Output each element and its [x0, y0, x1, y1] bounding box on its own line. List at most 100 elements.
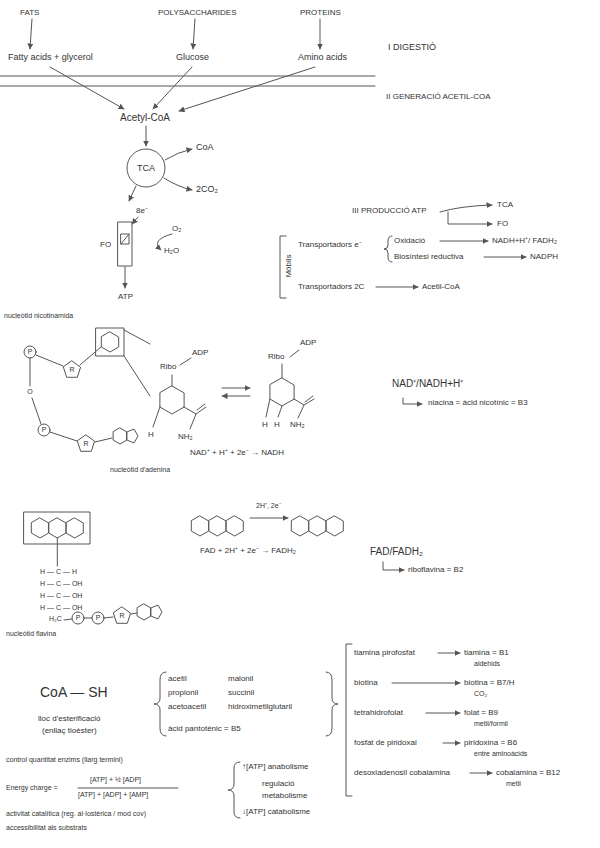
note-text: TCA	[497, 200, 513, 209]
stage-divider-lines	[0, 76, 375, 86]
fo-complex-symbol	[118, 222, 132, 266]
note-text: FAD + 2H⁺ + 2e⁻ → FADH₂	[200, 546, 296, 555]
note-text: cobalamina = B12	[496, 768, 560, 777]
note-text: ADP	[192, 348, 208, 357]
note-text: ↓[ATP] catabolisme	[242, 807, 310, 816]
note-text: I DIGESTIÓ	[388, 42, 436, 52]
note-text: Acetyl-CoA	[120, 112, 170, 124]
note-text: riboflavina = B2	[408, 565, 463, 574]
note-text: NH₂	[178, 432, 193, 441]
note-text: nucleòtid flavina	[6, 630, 56, 638]
cycle-name: TCA	[137, 163, 155, 173]
note-text: Amino acids	[298, 52, 347, 62]
note-text: tiamina = B1	[464, 648, 509, 657]
note-text: activitat catalítica (reg. al·lostèrica …	[6, 810, 146, 818]
note-text: H — C — OH	[40, 592, 82, 600]
note-text: H₂O	[164, 246, 179, 255]
note-text: H	[262, 420, 268, 429]
note-text: Energy charge =	[6, 784, 58, 792]
note-text: Ribo	[268, 352, 284, 361]
note-text: Ribo	[160, 362, 176, 371]
note-text: tiamina pirofosfat	[354, 648, 415, 657]
note-text: H — C — OH	[40, 604, 82, 612]
note-text: [ATP] + [ADP] + [AMP]	[78, 791, 148, 799]
note-text: NADH+H⁺/ FADH₂	[492, 236, 557, 245]
note-text: nucleòtid nicotinamida	[4, 312, 73, 320]
note-text: P	[28, 348, 33, 356]
note-text: CoA — SH	[40, 684, 108, 700]
note-text: H₂C	[49, 615, 62, 623]
note-text: FO	[497, 219, 508, 228]
note-text: ↑[ATP] anabolisme	[242, 762, 309, 771]
note-text: Glucose	[176, 52, 209, 62]
note-text: propionil	[168, 688, 198, 697]
note-text: PROTEINS	[300, 8, 341, 17]
note-text: Fatty acids + glycerol	[8, 52, 93, 62]
note-text: aldehids	[474, 660, 500, 668]
coa-and-vitamin-brackets	[154, 644, 492, 796]
note-text: II GENERACIÓ ACETIL-COA	[386, 92, 490, 101]
note-text: acetoacetil	[168, 702, 206, 711]
note-text: Biosíntesi reductiva	[394, 252, 463, 261]
cycle-circle: TCA	[126, 148, 166, 188]
note-text: regulació	[262, 779, 294, 788]
note-text: CO₂	[474, 690, 487, 698]
note-text: metil/formil	[474, 720, 508, 728]
note-text: succinil	[228, 688, 254, 697]
note-text: R	[119, 612, 124, 620]
note-text: [ATP] + ½ [ADP]	[90, 776, 141, 784]
note-text: 2H⁺, 2e⁻	[256, 502, 281, 510]
note-text: O₂	[172, 224, 181, 233]
note-text: tetrahidrofolat	[354, 708, 403, 717]
note-text: desoxiadenosil cobalamina	[354, 768, 450, 777]
note-text: III PRODUCCIÓ ATP	[352, 206, 427, 215]
note-text: metil	[506, 780, 521, 788]
note-text: fosfat de piridoxal	[354, 738, 417, 747]
nad-structure	[24, 328, 422, 451]
note-text: P	[42, 426, 47, 434]
note-text: R	[69, 366, 74, 374]
note-text: NADPH	[530, 252, 558, 261]
note-text: biotina = B7/H	[464, 678, 514, 687]
note-text: control quantitat enzims (llarg termini)	[6, 756, 123, 764]
note-text: Mòbils	[284, 254, 293, 277]
note-text: acetil	[168, 674, 187, 683]
atp-production-arrows	[280, 205, 526, 298]
note-text: Acetil-CoA	[422, 282, 460, 291]
fad-structure	[24, 512, 404, 624]
note-text: biotina	[354, 678, 378, 687]
note-text: H	[148, 430, 154, 439]
note-text: POLYSACCHARIDES	[158, 8, 237, 17]
note-text: O	[27, 388, 32, 396]
note-text: FATS	[20, 8, 39, 17]
note-text: (enllaç tioèster)	[42, 726, 97, 735]
note-text: R	[83, 440, 88, 448]
note-text: P	[76, 614, 81, 622]
note-text: NAD⁺ + H⁺ + 2e⁻ → NADH	[190, 448, 284, 457]
note-text: H	[274, 420, 280, 429]
note-text: ADP	[300, 338, 316, 347]
note-text: CoA	[196, 142, 214, 152]
note-text: entre aminoàcids	[474, 750, 527, 758]
note-text: folat = B9	[464, 708, 498, 717]
note-text: lloc d'esterificació	[38, 714, 100, 723]
note-text: 8e⁻	[136, 206, 148, 215]
note-text: accessibilitat als substrats	[6, 824, 87, 832]
note-text: Oxidació	[394, 236, 425, 245]
note-text: nucleòtid d'adenina	[110, 466, 170, 474]
note-text: FO	[100, 240, 111, 249]
note-text: metabolisme	[262, 791, 307, 800]
note-text: Transportadors e⁻	[298, 240, 362, 249]
note-text: àcid pantotènic = B5	[168, 724, 241, 733]
note-text: NH₂	[290, 420, 305, 429]
note-text: hidroximetilglutaril	[228, 702, 292, 711]
note-text: 2CO₂	[196, 184, 218, 194]
note-text: H — C — OH	[40, 580, 82, 588]
note-text: NAD⁺/NADH+H⁺	[392, 378, 463, 390]
note-text: malonil	[228, 674, 253, 683]
note-text: niacina = àcid nicotínic = B3	[428, 398, 528, 407]
note-text: FAD/FADH₂	[370, 546, 423, 558]
note-text: ATP	[118, 292, 133, 301]
note-text: H — C — H	[40, 568, 77, 576]
